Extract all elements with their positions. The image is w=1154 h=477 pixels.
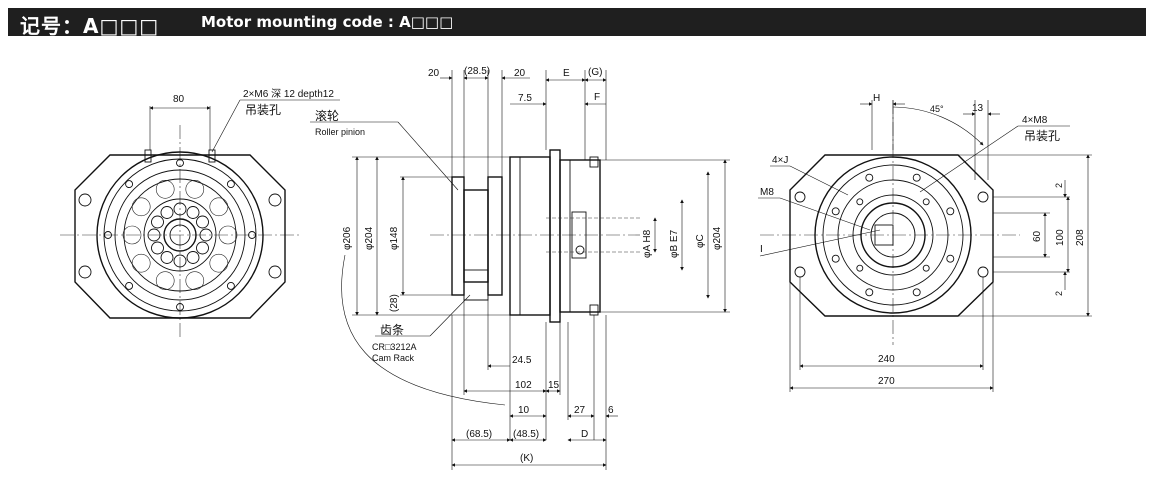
dim-E: E xyxy=(563,68,570,79)
roller-circle xyxy=(160,206,174,219)
side-section-view: φ206 φ204 φ148 (28) φA H8 φB E7 φC φ204 … xyxy=(310,66,730,470)
dim-20-b: 20 xyxy=(514,68,526,79)
bolt-hole xyxy=(922,264,930,272)
dim-28-5: (28.5) xyxy=(464,66,490,77)
bolt-hole xyxy=(946,254,955,263)
dim-27: 27 xyxy=(574,405,586,416)
dim-2-top: 2 xyxy=(1054,183,1064,188)
dim-phiC: φC xyxy=(695,234,706,248)
title-code-cn: 记号：A□□□ xyxy=(20,14,160,38)
roller-circle xyxy=(199,228,213,242)
bolt-hole xyxy=(226,180,235,189)
pocket-circle xyxy=(185,180,205,199)
dim-d148: φ148 xyxy=(389,226,400,250)
dim-D: D xyxy=(581,429,588,440)
pocket-circle xyxy=(185,271,205,291)
lifting-hole-note: 2×M6 深 12 depth12 xyxy=(243,88,334,100)
dim-d204-right: φ204 xyxy=(712,226,723,250)
dim-7-5: 7.5 xyxy=(518,93,532,104)
bolt-hole xyxy=(248,231,256,239)
pocket-circle xyxy=(209,253,229,273)
bolt-hole xyxy=(856,198,864,206)
dim-15: 15 xyxy=(548,380,560,391)
bolt-hole xyxy=(176,303,184,311)
bolt-hole xyxy=(104,231,112,239)
cam-rack-label-cn: 齿条 xyxy=(380,323,404,337)
roller-pinion-label-cn: 滚轮 xyxy=(315,108,339,123)
pocket-circle xyxy=(218,225,238,245)
dim-angle-45: 45° xyxy=(930,104,944,114)
dim-2-bottom: 2 xyxy=(1054,291,1064,296)
dim-13: 13 xyxy=(972,103,984,114)
dim-28: (28) xyxy=(389,294,400,312)
dim-K: (K) xyxy=(520,453,533,464)
title-bar: 记号：A□□□ Motor mounting code : A□□□ xyxy=(8,8,1146,38)
right-rear-view: H 45° 13 4×M8 吊装孔 4×J M8 I 2 60 100 208 xyxy=(758,93,1092,392)
bolt-hole xyxy=(125,180,134,189)
lifting-hole-label: 吊装孔 xyxy=(245,103,281,117)
dim-F: F xyxy=(594,92,600,103)
title-code-en: Motor mounting code : A□□□ xyxy=(201,13,454,31)
bolt-hole xyxy=(865,173,874,182)
dim-6: 6 xyxy=(608,405,614,416)
lifting-hole-label-right: 吊装孔 xyxy=(1024,129,1060,143)
roller-circle xyxy=(147,228,161,242)
roller-circle xyxy=(173,202,187,216)
dim-48-5: (48.5) xyxy=(513,429,539,440)
bolt-hole xyxy=(922,198,930,206)
roller-circle xyxy=(196,241,209,255)
dim-208: 208 xyxy=(1075,229,1086,246)
label-I: I xyxy=(760,244,763,255)
dim-phiB-E7: φB E7 xyxy=(669,229,680,258)
dim-20-a: 20 xyxy=(428,68,440,79)
roller-circle xyxy=(160,251,174,264)
dim-102: 102 xyxy=(515,380,532,391)
bolt-hole xyxy=(831,254,840,263)
bolt-hole xyxy=(125,281,134,290)
cam-rack-model: CR□3212A xyxy=(372,342,416,352)
roller-circle xyxy=(186,251,200,264)
bolt-hole xyxy=(226,281,235,290)
bolt-hole xyxy=(856,264,864,272)
roller-pinion-label-en: Roller pinion xyxy=(315,127,365,137)
pocket-circle xyxy=(209,197,229,217)
dim-100: 100 xyxy=(1055,229,1066,246)
roller-circle xyxy=(186,206,200,219)
roller-circle xyxy=(151,215,164,229)
left-front-view: 80 2×M6 深 12 depth12 吊装孔 xyxy=(60,88,340,340)
cam-rack-label-en: Cam Rack xyxy=(372,353,415,363)
dim-d206: φ206 xyxy=(342,226,353,250)
bolt-hole xyxy=(865,288,874,297)
dim-270: 270 xyxy=(878,376,895,387)
dim-H: H xyxy=(873,93,880,104)
bolt-hole xyxy=(831,207,840,216)
dim-80: 80 xyxy=(173,94,185,105)
label-M8: M8 xyxy=(760,187,774,198)
pocket-circle xyxy=(155,271,175,291)
dim-240: 240 xyxy=(878,354,895,365)
dim-60: 60 xyxy=(1032,230,1043,242)
dim-68-5: (68.5) xyxy=(466,429,492,440)
label-4xJ: 4×J xyxy=(772,155,788,166)
roller-circle xyxy=(196,215,209,229)
bolt-hole xyxy=(912,288,921,297)
pocket-circle xyxy=(155,180,175,199)
bolt-hole xyxy=(912,173,921,182)
pocket-circle xyxy=(122,225,142,245)
tapped-hole-note: 4×M8 xyxy=(1022,115,1048,126)
dim-24-5: 24.5 xyxy=(512,355,532,366)
dim-G: (G) xyxy=(588,67,602,78)
roller-circle xyxy=(151,241,164,255)
pocket-circle xyxy=(131,253,151,273)
pocket-circle xyxy=(131,197,151,217)
roller-circle xyxy=(173,254,187,268)
dim-d204: φ204 xyxy=(364,226,375,250)
bolt-hole xyxy=(946,207,955,216)
bolt-hole xyxy=(176,159,184,167)
dim-phiA-H8: φA H8 xyxy=(642,229,653,258)
dim-10: 10 xyxy=(518,405,530,416)
